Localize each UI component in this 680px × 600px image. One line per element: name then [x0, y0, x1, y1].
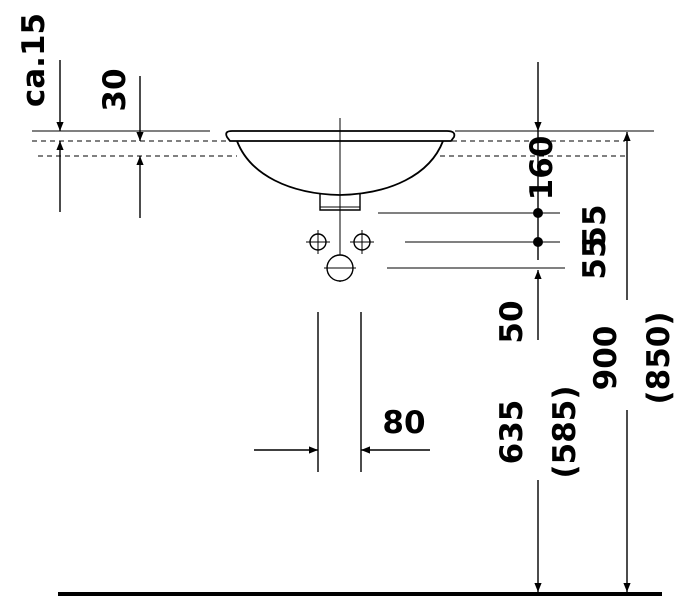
waste-outlet	[324, 254, 356, 282]
tap-hole-right	[350, 230, 374, 254]
label-rim-thickness: 30	[97, 68, 133, 111]
label-rim-overhang: ca.15	[16, 13, 52, 107]
label-waste-spacing-2: 55	[577, 236, 613, 279]
label-rim-height-alt: (850)	[641, 311, 677, 404]
label-waste-height: 635	[494, 400, 530, 465]
label-waste-height-alt: (585)	[547, 385, 583, 478]
basin-rim	[225, 130, 456, 142]
label-rim-height: 900	[588, 326, 624, 391]
label-trap-gap: 50	[494, 300, 530, 343]
tap-hole-left	[306, 230, 330, 254]
label-basin-depth: 160	[524, 136, 560, 201]
label-pipe-spacing: 80	[382, 405, 425, 441]
label-waste-spacing-1: 55	[577, 204, 613, 247]
